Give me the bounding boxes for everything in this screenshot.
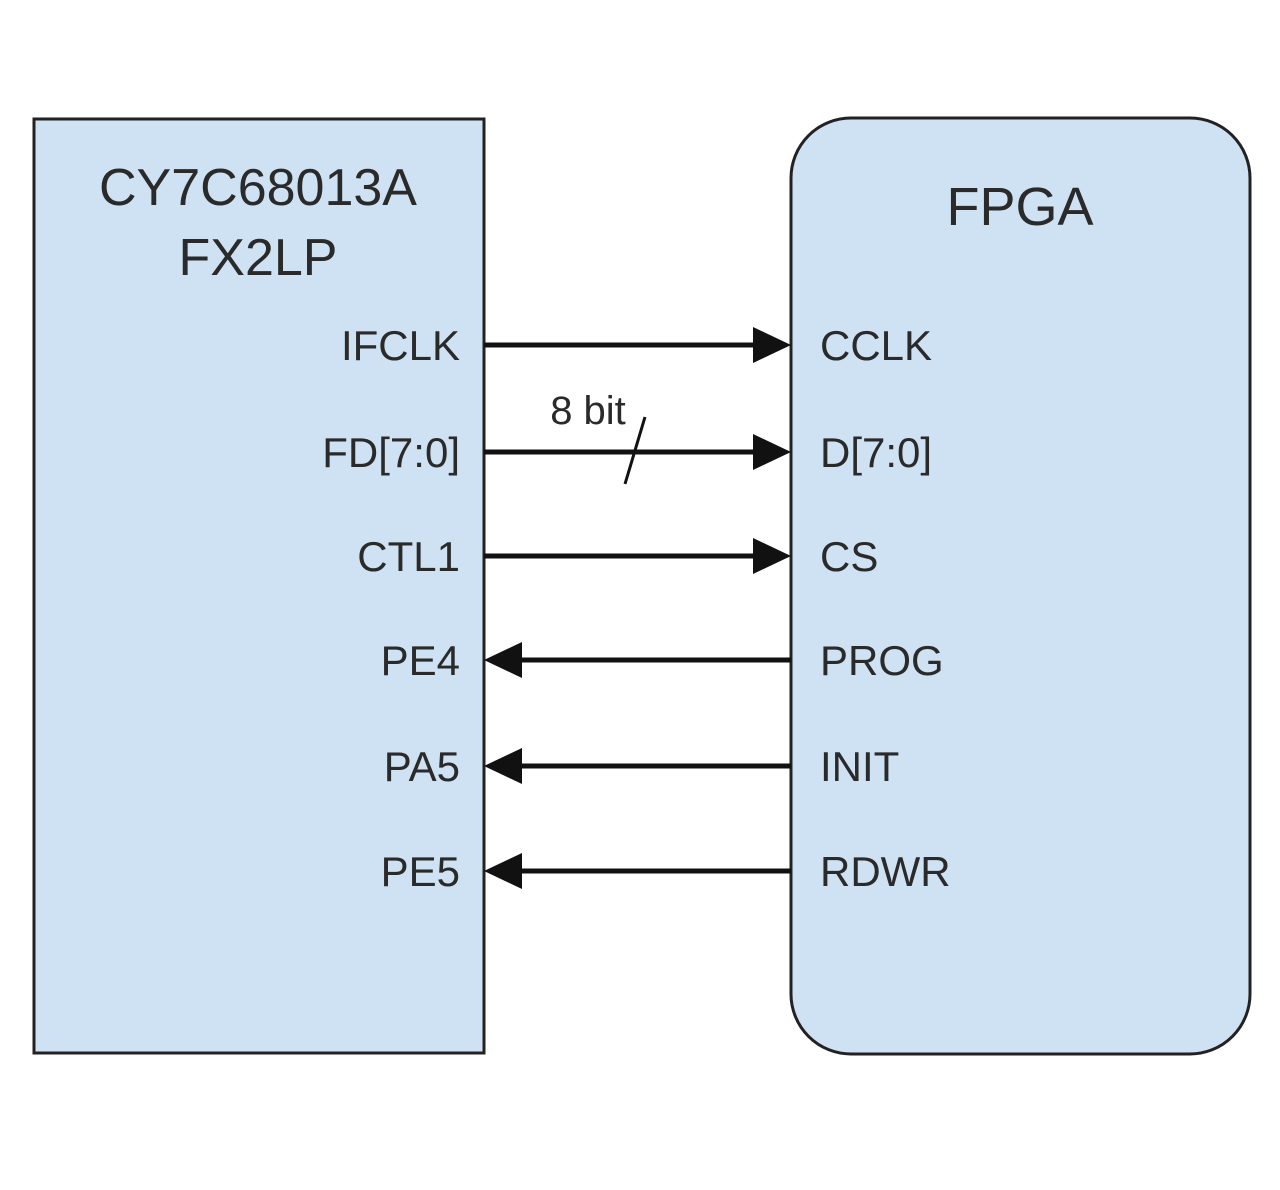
fx2lp-pin-label: CTL1 [357,533,460,580]
fpga-pin-label: INIT [820,743,899,790]
fx2lp-pin-label: IFCLK [341,322,460,369]
fx2lp-pin-label: FD[7:0] [322,429,460,476]
connection-row: IFCLK CCLK [341,322,932,369]
fpga-block: FPGA [789,116,1252,1056]
bus-width-label: 8 bit [550,389,626,433]
fx2lp-pin-label: PE5 [381,848,460,895]
connection-row: PA5 INIT [384,743,900,790]
arrow-left-icon [484,748,522,784]
fx2lp-block-body [32,117,486,1055]
connection-row: PE5 RDWR [381,848,951,895]
fx2lp-title-line2: FX2LP [179,229,338,287]
fpga-pin-label: CCLK [820,322,932,369]
fx2lp-title-line1: CY7C68013A [99,159,417,217]
fpga-pin-label: CS [820,533,878,580]
arrow-right-icon [753,538,791,574]
arrow-left-icon [484,853,522,889]
fpga-pin-label: RDWR [820,848,951,895]
arrow-right-icon [753,434,791,470]
fx2lp-block: CY7C68013A FX2LP [32,117,486,1055]
connection-row: CTL1 CS [357,533,878,580]
fx2lp-pin-label: PE4 [381,637,460,684]
fpga-pin-label: D[7:0] [820,429,932,476]
arrow-left-icon [484,642,522,678]
fpga-title: FPGA [946,177,1093,237]
connection-row: PE4 PROG [381,637,944,684]
fpga-pin-label: PROG [820,637,944,684]
fpga-block-body [789,116,1252,1056]
arrow-right-icon [753,327,791,363]
fx2lp-pin-label: PA5 [384,743,460,790]
bus-slash [623,416,647,485]
connection-row: FD[7:0] D[7:0] 8 bit [322,389,932,485]
